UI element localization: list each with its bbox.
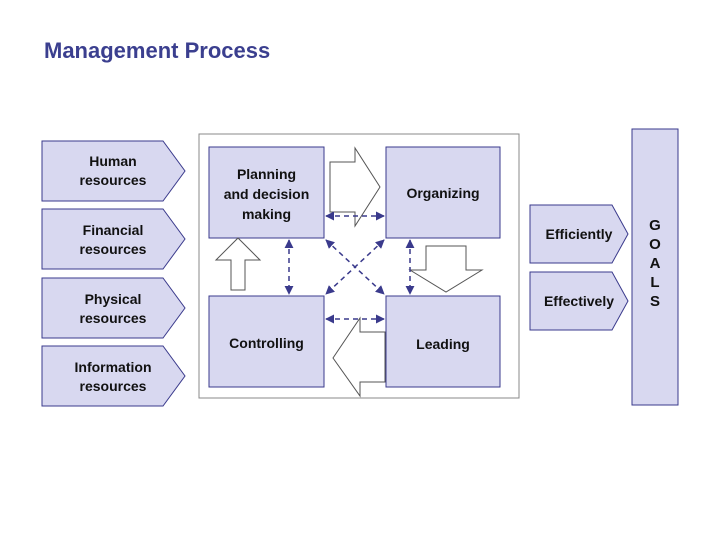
planning-box: [208, 146, 325, 239]
input-information-label: Information resources: [74, 359, 152, 394]
organizing-label: Organizing: [406, 185, 480, 201]
planning-label: Planning and decision making: [223, 166, 310, 222]
arrow-left-block: [332, 316, 386, 398]
goals-letter-a: A: [649, 255, 661, 272]
input-information-shape: [41, 345, 186, 407]
input-financial-label: Financial resources: [79, 222, 147, 257]
leading-label: Leading: [416, 336, 470, 352]
input-human-shape: [41, 140, 186, 202]
goals-letter-o: O: [649, 236, 661, 253]
outcome-efficiently-shape: [529, 204, 629, 264]
outcome-efficiently-label: Efficiently: [545, 226, 613, 242]
controlling-label: Controlling: [229, 335, 304, 351]
input-human-label: Human resources: [79, 153, 147, 188]
goals-box: [631, 128, 679, 406]
page-title: Management Process: [44, 38, 271, 63]
outcome-effectively-label: Effectively: [543, 293, 615, 309]
goals-letter-g: G: [649, 217, 661, 234]
goals-letter-l: L: [650, 274, 660, 291]
leading-box: [385, 295, 501, 388]
outcome-effectively-shape: [529, 271, 629, 331]
organizing-box: [385, 146, 501, 239]
input-physical-label: Physical resources: [79, 291, 147, 326]
goals-letter-s: S: [649, 293, 660, 310]
input-physical-shape: [41, 277, 186, 339]
controlling-box: [208, 295, 325, 388]
input-financial-shape: [41, 208, 186, 270]
dashed-link-diagonal-2: [325, 239, 385, 295]
arrow-up-block: [214, 237, 262, 291]
arrow-down-block: [408, 245, 484, 293]
